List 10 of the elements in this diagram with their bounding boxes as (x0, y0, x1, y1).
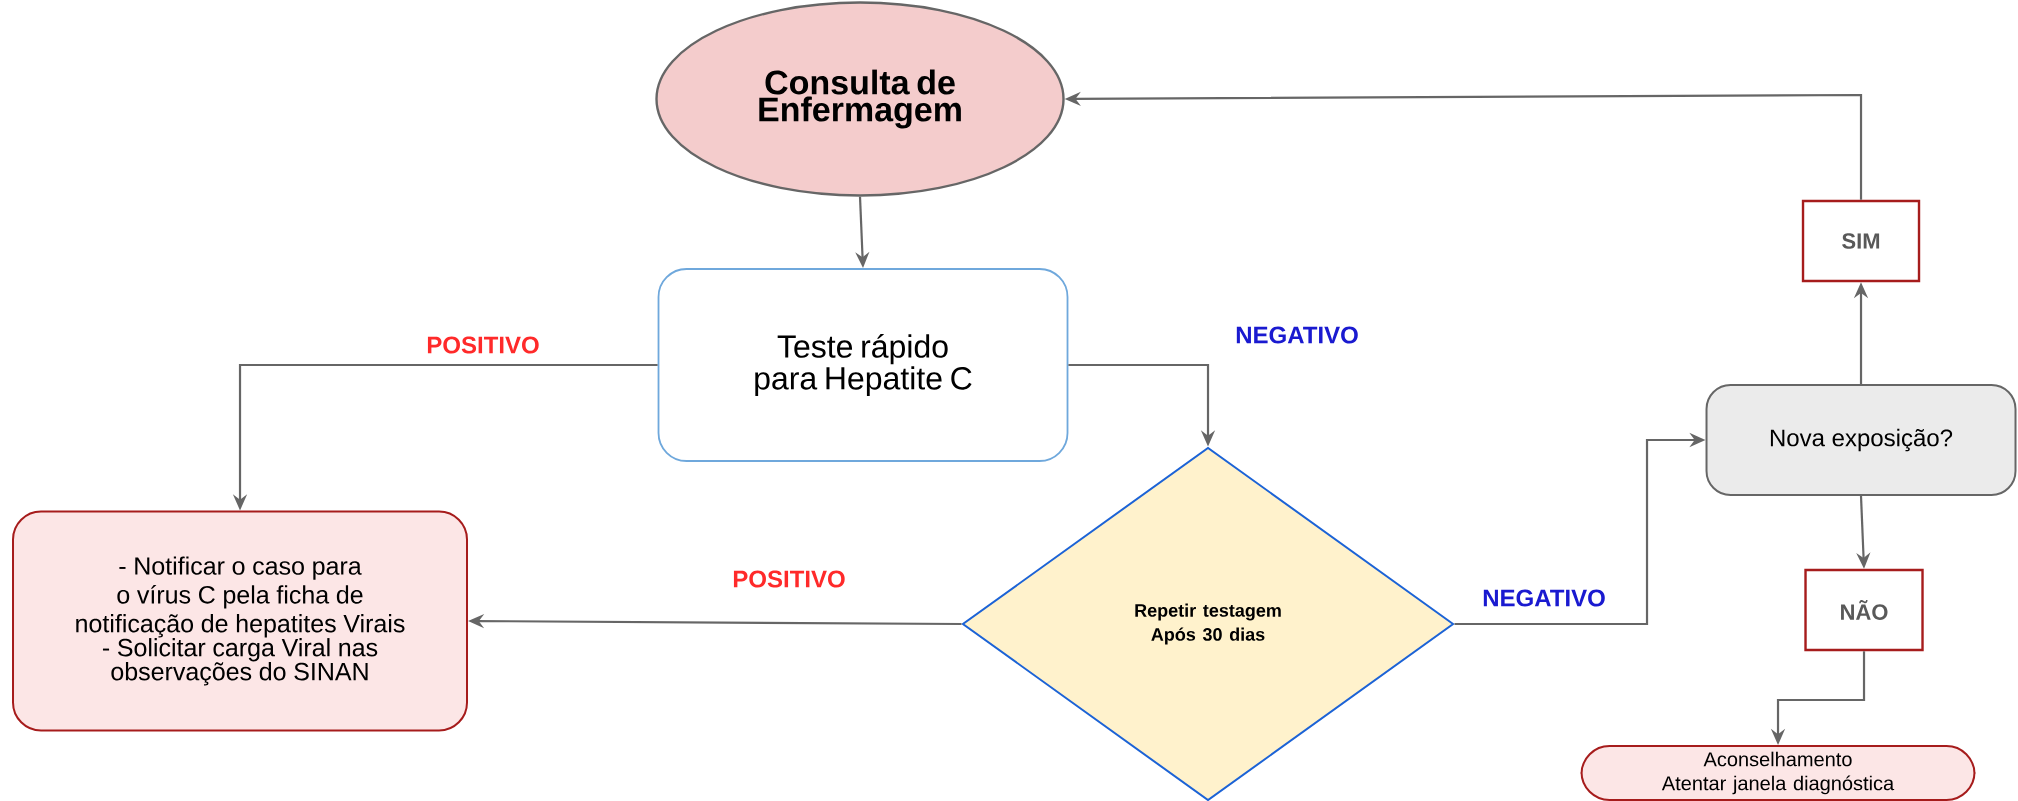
edge-label: NEGATIVO (1233, 324, 1361, 346)
process-box: Teste rápido para Hepatite C (657, 268, 1069, 462)
edge-label: POSITIVO (730, 568, 848, 590)
question-box: Nova exposição? (1705, 384, 2017, 496)
edge-label: POSITIVO (424, 334, 542, 356)
answer-box: SIM (1801, 199, 1921, 283)
answer-box: NÃO (1804, 568, 1924, 652)
edge-label: NEGATIVO (1480, 587, 1608, 609)
action-box: - Notificar o caso para o vírus C pela ficha de notificação de hepatites Virais - Solicitar carga Viral nas observações do SINAN (12, 510, 468, 732)
action-box: Aconselhamento Atentar janela diagnóstica (1580, 745, 1976, 801)
